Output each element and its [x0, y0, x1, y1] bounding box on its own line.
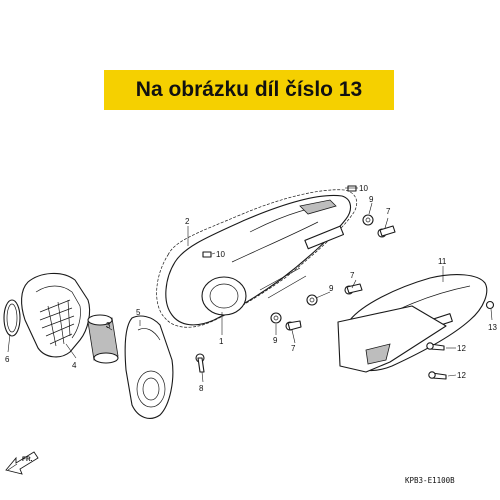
washer-9-lower	[270, 312, 282, 324]
callout-8: 8	[199, 384, 204, 393]
air-intake-housing-4	[21, 272, 91, 358]
callout-9-lower: 9	[273, 336, 278, 345]
callout-10-top: 10	[359, 184, 368, 193]
bolt-7-middle	[344, 283, 363, 295]
callout-1: 1	[219, 337, 224, 346]
callout-10-left: 10	[216, 250, 225, 259]
callout-7-top: 7	[386, 207, 391, 216]
intake-grille	[39, 299, 75, 347]
callout-7-lower: 7	[291, 344, 296, 353]
diagram-code: KPB3-E1100B	[405, 476, 455, 485]
dowel-10-top	[347, 185, 357, 192]
front-direction-arrow: FR.	[5, 451, 39, 475]
callout-4: 4	[72, 361, 77, 370]
part-number-banner: Na obrázku díl číslo 13	[104, 70, 394, 110]
callout-3: 3	[106, 321, 111, 330]
bolt-8	[195, 353, 205, 373]
callout-6: 6	[5, 355, 10, 364]
washer-9-top	[362, 214, 374, 226]
callout-5: 5	[136, 308, 141, 317]
callout-11: 11	[438, 257, 447, 266]
left-crankcase-cover-1	[165, 194, 351, 326]
leader-lines	[7, 187, 493, 383]
bolt-7-top	[377, 225, 396, 238]
callout-9-middle: 9	[329, 284, 334, 293]
duct-cover-5	[124, 315, 174, 419]
o-ring-6	[3, 299, 21, 337]
callout-9-top: 9	[369, 195, 374, 204]
svg-text:FR.: FR.	[22, 456, 33, 463]
bolt-13	[485, 300, 495, 310]
screw-12-bottom	[428, 371, 447, 380]
callout-12-top: 12	[457, 344, 466, 353]
bolt-7-lower	[285, 320, 302, 331]
callout-13: 13	[488, 323, 497, 332]
dowel-10-left	[202, 251, 212, 258]
filter-sleeve-3	[87, 314, 119, 364]
callout-7-middle: 7	[350, 271, 355, 280]
callout-2: 2	[185, 217, 190, 226]
washer-9-middle	[306, 294, 318, 306]
lower-shroud-13	[337, 305, 447, 373]
callout-12-bottom: 12	[457, 371, 466, 380]
screw-12-top	[426, 342, 445, 351]
